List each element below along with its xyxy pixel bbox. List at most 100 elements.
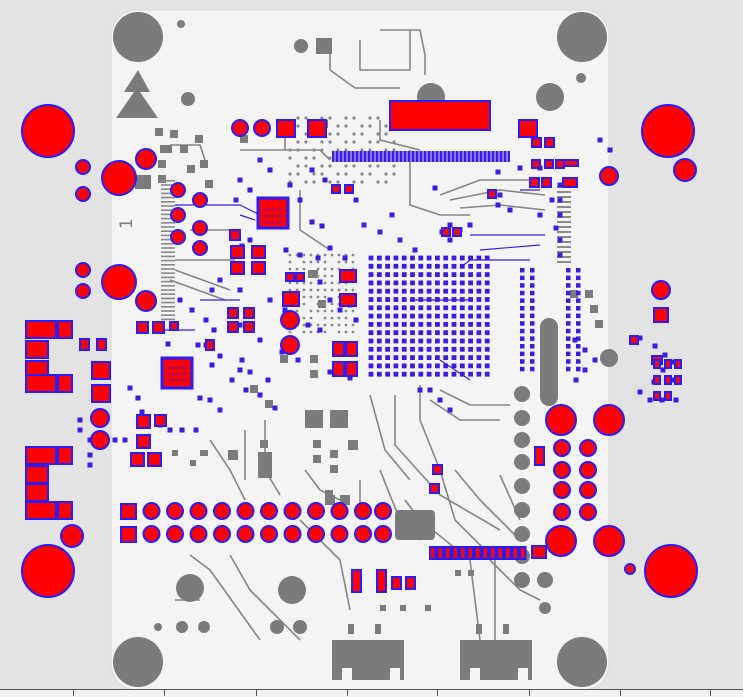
bga-ball bbox=[476, 272, 482, 277]
bga-ball bbox=[401, 288, 407, 294]
copper-pad bbox=[673, 158, 697, 182]
fine-pad bbox=[323, 330, 327, 334]
copper-pad bbox=[91, 384, 111, 403]
fine-pad bbox=[328, 132, 332, 136]
via bbox=[267, 167, 273, 173]
bga-ball bbox=[385, 363, 390, 369]
bga-ball bbox=[426, 297, 432, 302]
via-pad bbox=[566, 298, 571, 303]
via-pad bbox=[530, 321, 535, 326]
via-pad bbox=[520, 290, 525, 296]
bga-ball bbox=[468, 263, 473, 269]
bga-ball bbox=[443, 297, 449, 302]
bga-ball bbox=[443, 363, 449, 369]
fine-pad bbox=[351, 309, 355, 313]
via bbox=[127, 385, 133, 391]
via-pad bbox=[566, 359, 571, 364]
header-pin bbox=[374, 525, 392, 543]
fine-pad bbox=[344, 140, 348, 144]
copper-pad bbox=[243, 321, 255, 333]
copper-pad bbox=[331, 184, 341, 194]
connector-pin bbox=[444, 546, 452, 560]
copper-pad bbox=[664, 375, 672, 385]
fine-pad bbox=[344, 116, 348, 120]
bga-ball bbox=[368, 322, 374, 327]
copper-pad bbox=[345, 341, 358, 357]
header-pin-trace bbox=[161, 205, 175, 207]
fine-pad bbox=[323, 316, 327, 320]
bga-ball bbox=[443, 305, 449, 311]
fine-pad bbox=[295, 267, 299, 271]
fine-pad bbox=[316, 274, 320, 278]
fine-pad bbox=[352, 164, 356, 168]
bga-ball bbox=[435, 305, 440, 311]
via-pad bbox=[576, 283, 581, 288]
fine-pad bbox=[351, 260, 355, 264]
bga-ball bbox=[484, 322, 490, 327]
via-pad bbox=[576, 321, 581, 326]
via bbox=[497, 192, 503, 198]
bga-ball bbox=[484, 255, 490, 261]
bga-ball bbox=[385, 338, 390, 344]
via-pad bbox=[530, 290, 535, 296]
copper-pad bbox=[531, 159, 541, 169]
via-pad bbox=[566, 328, 571, 334]
fine-pad bbox=[352, 180, 356, 184]
bga-ball bbox=[426, 280, 432, 286]
via bbox=[507, 207, 513, 213]
via bbox=[203, 317, 209, 323]
fine-pad bbox=[312, 148, 316, 152]
via bbox=[557, 212, 563, 218]
fine-pad bbox=[360, 148, 364, 152]
bga-ball bbox=[376, 297, 382, 302]
fine-pad bbox=[330, 302, 334, 306]
bga-ball bbox=[476, 371, 482, 377]
copper-pad bbox=[57, 501, 73, 520]
copper-pad bbox=[579, 481, 597, 499]
header-pin-trace bbox=[161, 268, 175, 270]
bga-ball bbox=[435, 355, 440, 360]
bga-ball bbox=[426, 355, 432, 360]
bga-ball bbox=[443, 346, 449, 352]
via bbox=[412, 247, 418, 253]
fine-pad bbox=[344, 323, 348, 327]
fine-pad bbox=[384, 124, 388, 128]
bga-ball bbox=[484, 297, 490, 302]
copper-pad bbox=[593, 525, 625, 557]
via bbox=[167, 427, 173, 433]
fine-pad bbox=[328, 156, 332, 160]
bga-ball bbox=[484, 313, 490, 319]
header-pin bbox=[142, 502, 161, 520]
copper-pad bbox=[25, 501, 57, 520]
bga-ball bbox=[435, 313, 440, 319]
bga-ball bbox=[368, 338, 374, 344]
copper-pad bbox=[664, 391, 672, 401]
bga-ball bbox=[459, 322, 465, 327]
header-pin-trace bbox=[161, 310, 175, 312]
copper-pad bbox=[282, 291, 300, 307]
via-pad bbox=[530, 313, 535, 319]
bga-footprint bbox=[368, 255, 581, 377]
bga-ball bbox=[459, 371, 465, 377]
bga-ball bbox=[484, 371, 490, 377]
via-pad bbox=[566, 290, 571, 296]
bga-ball bbox=[385, 272, 390, 277]
bga-ball bbox=[468, 363, 473, 369]
via-pad bbox=[530, 283, 535, 288]
fine-pad bbox=[323, 253, 327, 257]
pin-one-marker: 1 bbox=[117, 218, 137, 229]
via bbox=[467, 222, 473, 228]
bga-ball bbox=[468, 305, 473, 311]
fine-pad bbox=[376, 116, 380, 120]
bga-ball bbox=[443, 355, 449, 360]
header-pin bbox=[236, 502, 255, 520]
bga-ball bbox=[484, 330, 490, 336]
bga-ball bbox=[443, 330, 449, 336]
bga-ball bbox=[468, 355, 473, 360]
header-pin-trace bbox=[161, 243, 175, 245]
copper-pad bbox=[170, 182, 186, 198]
header-pin bbox=[213, 502, 231, 520]
copper-pad bbox=[276, 119, 296, 138]
